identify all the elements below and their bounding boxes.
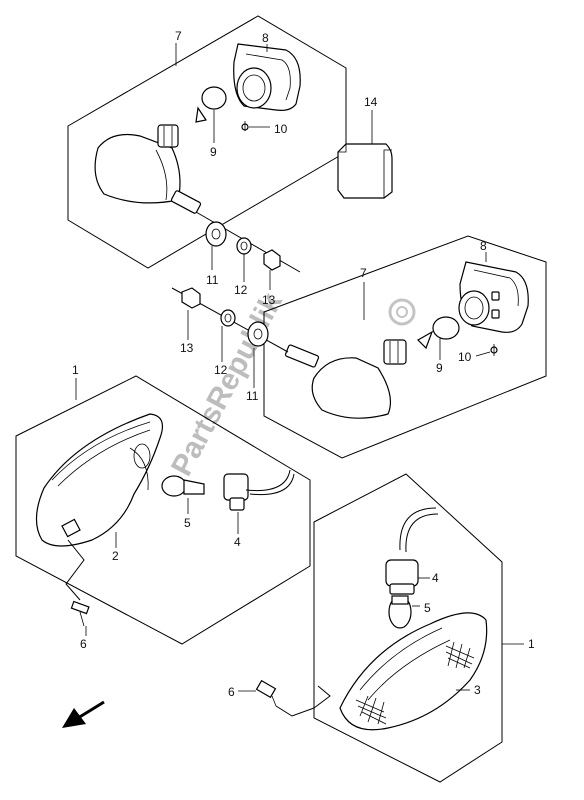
label-6-left: 6 (80, 637, 87, 651)
label-9-middle: 9 (436, 361, 443, 375)
assembly-1-left: 1 2 5 4 (15, 363, 311, 645)
label-2: 2 (112, 549, 119, 563)
label-10-middle: 10 (458, 350, 472, 364)
label-6-right: 6 (228, 685, 235, 699)
label-12-middle: 12 (214, 363, 228, 377)
label-5-left: 5 (184, 516, 191, 530)
label-11-top: 11 (206, 273, 219, 287)
label-8-middle: 8 (480, 239, 487, 253)
label-1-left: 1 (72, 363, 79, 377)
part-14: 14 (337, 95, 393, 199)
label-4-left: 4 (234, 535, 241, 549)
direction-arrow (62, 700, 105, 728)
label-5-right: 5 (424, 601, 431, 615)
label-7-top: 7 (175, 29, 182, 43)
label-1-right: 1 (528, 637, 535, 651)
label-3: 3 (474, 683, 481, 697)
label-11-middle: 11 (246, 389, 259, 403)
assembly-1-right: 4 5 1 3 (313, 473, 535, 783)
part-6-left: 6 (70, 600, 90, 651)
label-13-top: 13 (262, 293, 276, 307)
label-12-top: 12 (234, 283, 248, 297)
assembly-7-middle: 7 8 9 10 13 12 11 (171, 235, 547, 459)
assembly-7-top: 7 8 9 10 11 12 13 (67, 15, 347, 307)
label-14: 14 (364, 95, 378, 109)
label-10-top: 10 (274, 122, 288, 136)
label-7-middle: 7 (360, 266, 367, 280)
reflector-left (355, 695, 387, 725)
label-9-top: 9 (210, 145, 217, 159)
part-6-right: 6 (228, 679, 315, 717)
label-4-right: 4 (432, 571, 439, 585)
label-8-top: 8 (262, 31, 269, 45)
reflector-right (445, 641, 475, 669)
label-13-middle: 13 (180, 341, 194, 355)
